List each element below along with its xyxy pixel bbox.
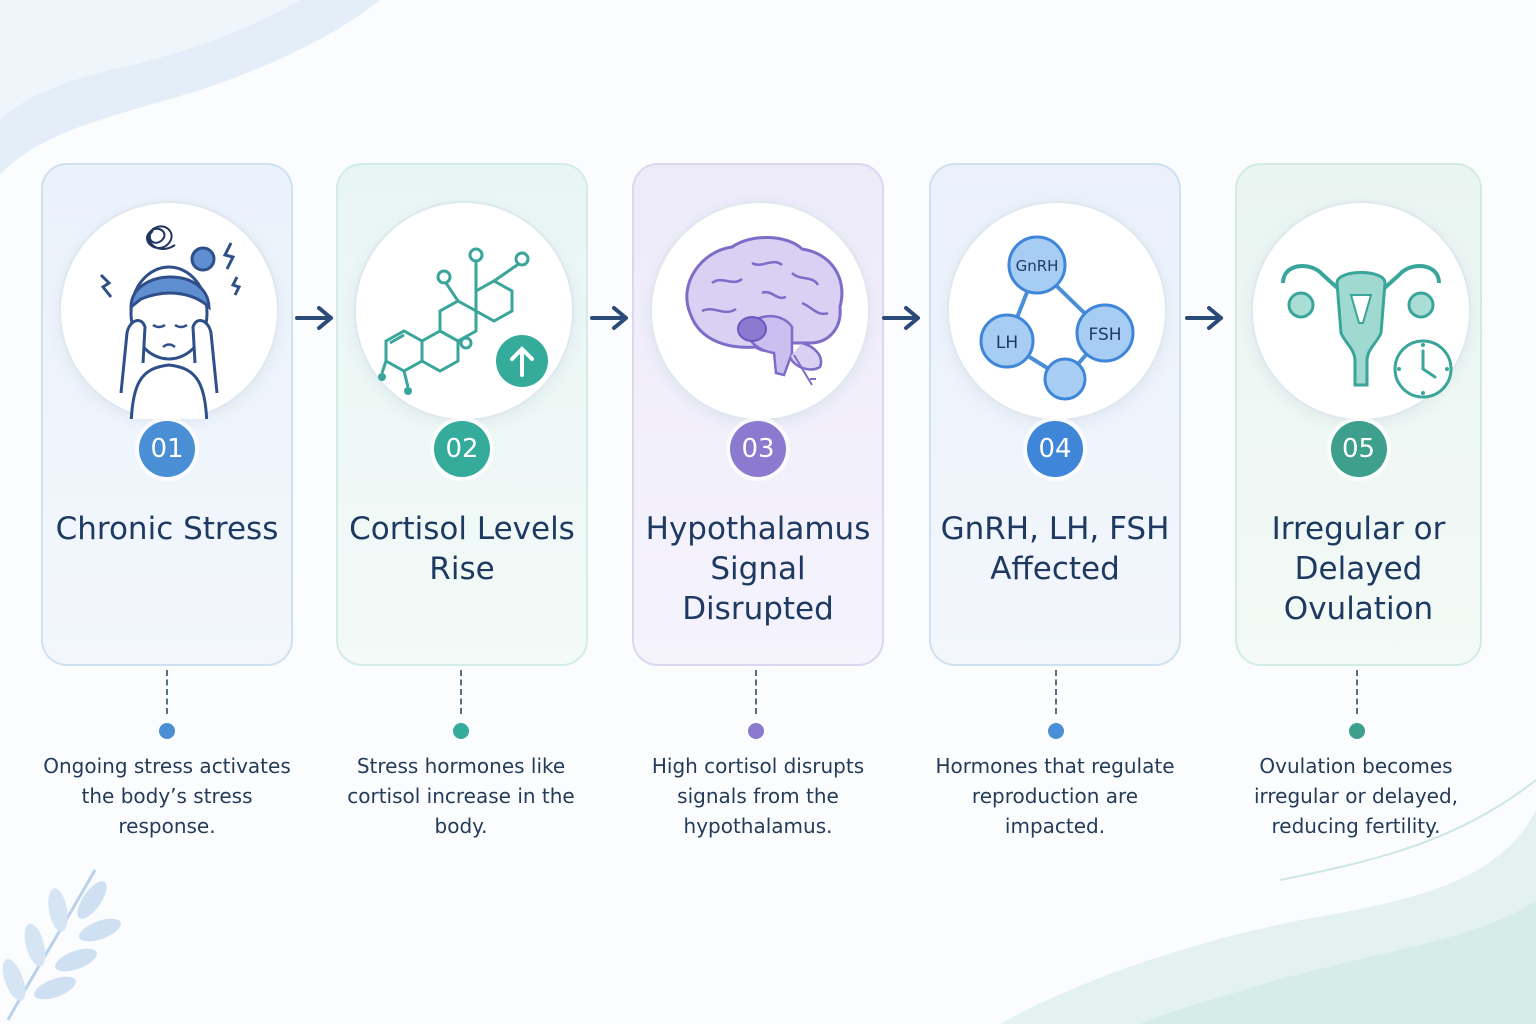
- connector-line: [755, 670, 757, 714]
- arrow-right-icon: [295, 306, 333, 330]
- step-card-5: 05 Irregular or Delayed Ovulation: [1235, 163, 1482, 666]
- step-card-3: 03 Hypothalamus Signal Disrupted: [632, 163, 884, 666]
- step-card-1: 01 Chronic Stress: [41, 163, 293, 666]
- connector-line: [1055, 670, 1057, 714]
- step-card-2: 02 Cortisol Levels Rise: [336, 163, 588, 666]
- step-description: Ongoing stress activates the body’s stre…: [43, 754, 291, 838]
- connector-dot: [748, 723, 764, 739]
- step-number-badge: 04: [1027, 421, 1083, 477]
- step-title: Hypothalamus Signal Disrupted: [645, 511, 871, 627]
- connector-line: [460, 670, 462, 714]
- gnrh-label: GnRH: [1016, 257, 1059, 275]
- connector-line: [1356, 670, 1358, 714]
- step-title: Irregular or Delayed Ovulation: [1271, 511, 1446, 627]
- step-card-4: GnRH LH FSH 04 GnRH, LH, FSH Affected: [929, 163, 1181, 666]
- fsh-label: FSH: [1088, 325, 1121, 345]
- step-number-badge: 05: [1330, 421, 1387, 477]
- stressed-person-icon: [99, 225, 242, 419]
- uterus-clock-icon: [1280, 263, 1452, 399]
- lh-label: LH: [996, 333, 1018, 353]
- step-3-illustration: [650, 201, 870, 421]
- cortisol-molecule-icon: [378, 247, 548, 395]
- hormone-network-icon: GnRH LH FSH: [979, 235, 1135, 401]
- step-description: Ovulation becomes irregular or delayed, …: [1253, 754, 1459, 838]
- step-number-badge: 02: [434, 421, 490, 477]
- connector-line: [166, 670, 168, 714]
- step-2-illustration: [354, 201, 574, 421]
- connector-dot: [453, 723, 469, 739]
- step-number-badge: 03: [730, 421, 786, 477]
- step-description: High cortisol disrupts signals from the …: [651, 754, 865, 838]
- arrow-right-icon: [1185, 306, 1223, 330]
- brain-icon: [685, 235, 844, 386]
- step-description: Hormones that regulate reproduction are …: [935, 754, 1175, 838]
- step-title: GnRH, LH, FSH Affected: [940, 511, 1170, 587]
- step-title: Cortisol Levels Rise: [349, 511, 575, 587]
- connector-dot: [1048, 723, 1064, 739]
- step-1-illustration: [59, 201, 279, 421]
- connector-dot: [1349, 723, 1365, 739]
- connector-dot: [159, 723, 175, 739]
- step-description: Stress hormones like cortisol increase i…: [347, 754, 575, 838]
- step-title: Chronic Stress: [55, 511, 279, 547]
- step-5-illustration: [1250, 201, 1471, 421]
- arrow-right-icon: [590, 306, 628, 330]
- leaf-sprig-icon: [2, 869, 121, 1021]
- arrow-right-icon: [882, 306, 920, 330]
- step-4-illustration: GnRH LH FSH: [947, 201, 1167, 421]
- step-number-badge: 01: [139, 421, 195, 477]
